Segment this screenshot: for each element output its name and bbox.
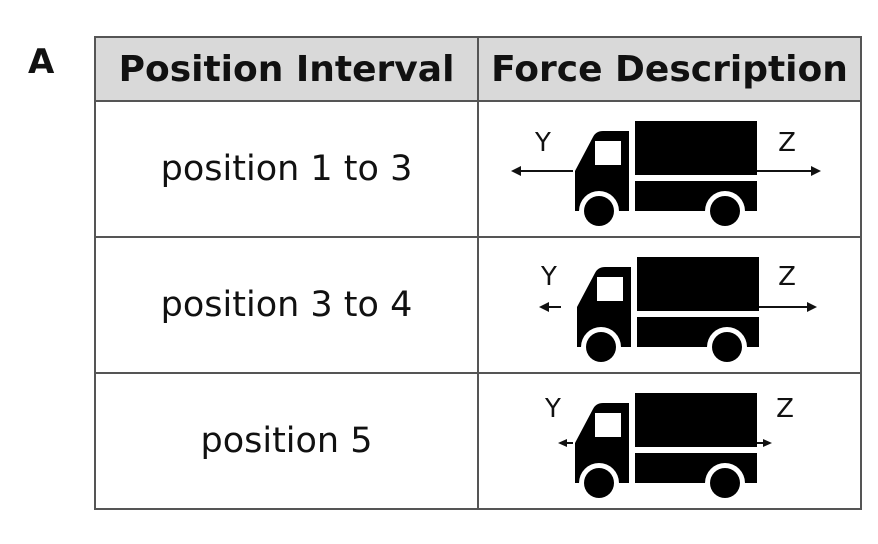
- arrow-z-right: [758, 302, 817, 312]
- header-position-interval: Position Interval: [94, 36, 479, 102]
- header-force-description: Force Description: [477, 36, 862, 102]
- force-cell: Y Z: [477, 236, 862, 374]
- interval-cell: position 5: [94, 372, 479, 510]
- truck-force-diagram: Y Z: [544, 393, 794, 501]
- table-row: position 5 Y: [94, 372, 862, 510]
- arrow-y-left: [510, 166, 573, 176]
- force-label-z: Z: [776, 394, 794, 424]
- truck-icon: [574, 121, 757, 229]
- force-cell: Y Z: [477, 372, 862, 510]
- truck-icon: [576, 257, 759, 365]
- arrow-y-left: [538, 302, 561, 312]
- force-label-z: Z: [778, 262, 796, 292]
- force-label-y: Y: [534, 128, 551, 158]
- position-interval-text: position 5: [200, 421, 373, 461]
- force-label-z: Z: [778, 128, 796, 158]
- force-cell: Y Z: [477, 100, 862, 238]
- force-table: Position Interval Force Description posi…: [94, 36, 862, 510]
- arrow-z-right: [756, 439, 772, 447]
- table-row: position 3 to 4 Y: [94, 236, 862, 374]
- interval-cell: position 3 to 4: [94, 236, 479, 374]
- arrow-z-right: [756, 166, 821, 176]
- header-row: Position Interval Force Description: [94, 36, 862, 102]
- position-interval-text: position 1 to 3: [160, 149, 413, 189]
- truck-force-diagram: Y Z: [510, 121, 821, 229]
- truck-icon: [574, 393, 757, 501]
- force-label-y: Y: [544, 394, 561, 424]
- arrow-y-left: [557, 439, 573, 447]
- force-label-y: Y: [540, 262, 557, 292]
- position-interval-text: position 3 to 4: [160, 285, 413, 325]
- table-row: position 1 to 3 Y: [94, 100, 862, 238]
- truck-force-diagram: Y Z: [538, 257, 817, 365]
- panel-label: A: [28, 42, 55, 82]
- interval-cell: position 1 to 3: [94, 100, 479, 238]
